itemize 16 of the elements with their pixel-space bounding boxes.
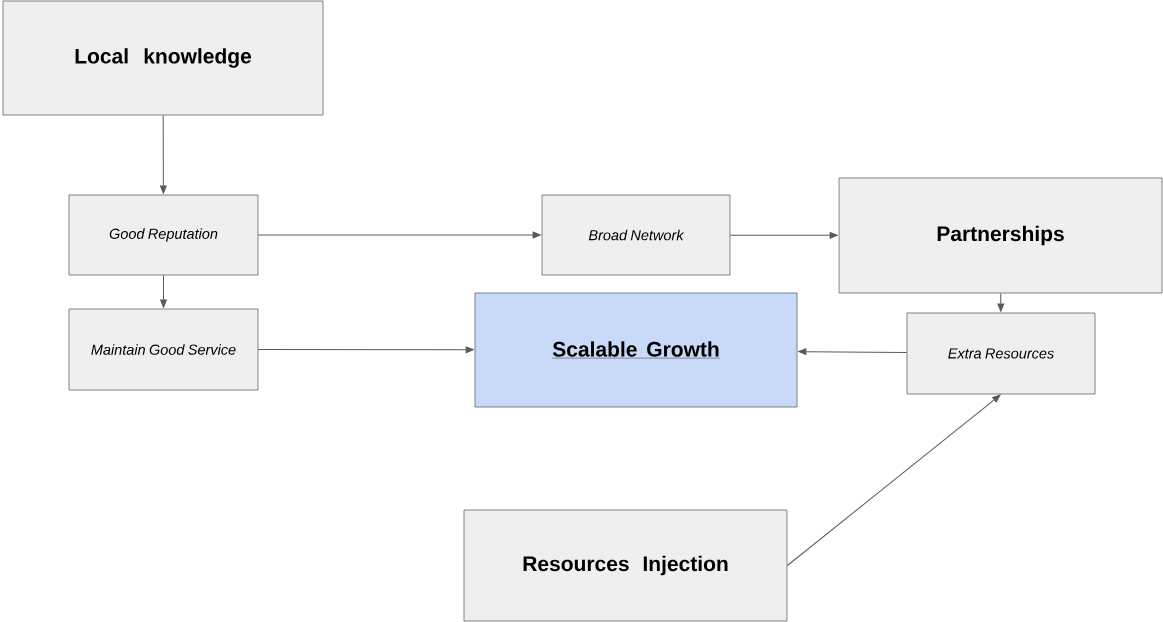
arrow: [257, 346, 474, 354]
arrow: [997, 292, 1005, 312]
process-box: Local knowledge: [2, 0, 324, 116]
arrow: [257, 231, 541, 239]
process-box: Broad Network: [541, 194, 731, 276]
arrow: [159, 114, 167, 194]
process-box: Extra Resources: [906, 312, 1096, 395]
goal-box: Scalable Growth: [474, 292, 798, 408]
process-box: Maintain Good Service: [68, 308, 259, 391]
process-box: Resources Injection: [463, 509, 788, 622]
process-box: Good Reputation: [68, 194, 259, 276]
arrow: [798, 348, 908, 356]
arrow: [160, 274, 167, 308]
arrow: [786, 394, 1001, 566]
arrow: [729, 231, 838, 239]
process-box: Partnerships: [838, 177, 1163, 294]
